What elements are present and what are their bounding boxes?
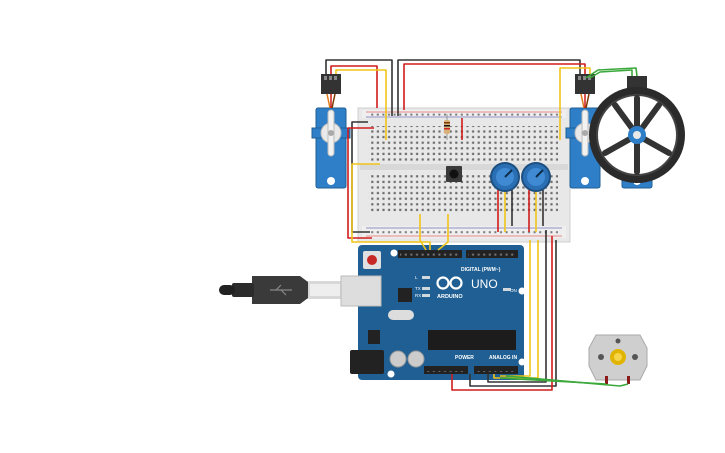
power-label: POWER <box>455 355 474 361</box>
potentiometer-1[interactable] <box>490 162 520 192</box>
l-label: L <box>415 275 418 280</box>
wheel[interactable] <box>589 87 685 183</box>
rx-label: RX <box>415 293 421 298</box>
model-label: UNO <box>471 277 498 291</box>
dc-motor[interactable] <box>588 334 648 384</box>
breadboard[interactable] <box>357 107 571 243</box>
usb-cable[interactable] <box>219 276 345 304</box>
arduino-uno[interactable]: ARDUINO UNO DIGITAL (PWM~) POWER ANALOG … <box>340 245 526 380</box>
digital-label: DIGITAL (PWM~) <box>461 267 501 273</box>
resistor[interactable] <box>444 114 450 140</box>
analog-label: ANALOG IN <box>489 355 517 361</box>
usb-icon <box>270 284 292 296</box>
wires <box>325 59 638 391</box>
potentiometer-2[interactable] <box>521 162 551 192</box>
tx-label: TX <box>415 286 421 291</box>
arduino-logo-text: ARDUINO <box>437 294 463 300</box>
pushbutton[interactable] <box>446 166 462 182</box>
infinity-logo-icon <box>436 276 463 290</box>
on-label: ON <box>510 288 517 293</box>
servo-left[interactable] <box>311 74 351 189</box>
